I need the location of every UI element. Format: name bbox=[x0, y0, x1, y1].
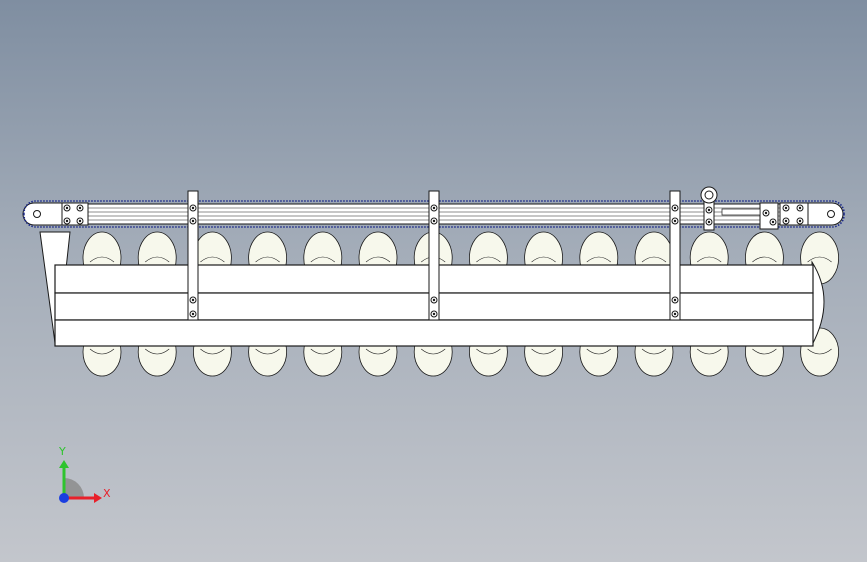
left-sprocket-hole bbox=[33, 210, 41, 218]
roller-bottom-arc bbox=[586, 348, 611, 355]
triad-z-axis bbox=[59, 493, 69, 503]
roller-top-arc bbox=[365, 256, 391, 263]
roller-bottom-arc bbox=[89, 348, 115, 355]
triad-y-arrow bbox=[59, 460, 69, 468]
roller-bottom-arc bbox=[365, 348, 391, 355]
bolt-center bbox=[65, 206, 69, 210]
roller-top-arc bbox=[586, 256, 611, 263]
idler-wheel-inner bbox=[704, 190, 714, 200]
bolt-center bbox=[798, 206, 802, 210]
bolt-center bbox=[798, 219, 802, 223]
vertical-bracket bbox=[187, 190, 199, 321]
bolt-center bbox=[673, 219, 677, 223]
bolt-center bbox=[764, 211, 768, 215]
bolt-center bbox=[191, 312, 195, 316]
triad-x-arrow bbox=[94, 493, 102, 503]
roller-bottom-arc bbox=[145, 348, 170, 355]
roller-bottom-arc bbox=[641, 348, 667, 355]
roller-top-arc bbox=[310, 256, 335, 263]
roller-top-arc bbox=[697, 256, 722, 263]
tensioner-slot bbox=[721, 208, 761, 216]
tensioner-block bbox=[759, 202, 779, 230]
roller-bottom-arc bbox=[200, 348, 225, 355]
bolt-center bbox=[673, 298, 677, 302]
bolt-center bbox=[65, 219, 69, 223]
bolt-center bbox=[771, 220, 775, 224]
roller-top-arc bbox=[89, 256, 115, 263]
bolt-center bbox=[191, 298, 195, 302]
frame-slat-bottom bbox=[54, 319, 814, 347]
roller-top-arc bbox=[255, 256, 280, 263]
roller-bottom-arc bbox=[476, 348, 501, 355]
bolt-center bbox=[432, 206, 436, 210]
roller-bottom-arc bbox=[310, 348, 335, 355]
roller-bottom-arc bbox=[752, 348, 777, 355]
bolt-center bbox=[191, 206, 195, 210]
bolt-center bbox=[432, 219, 436, 223]
bolt-center bbox=[78, 219, 82, 223]
bolt-center bbox=[432, 312, 436, 316]
bolt-center bbox=[707, 220, 711, 224]
bolt-center bbox=[784, 219, 788, 223]
bolt-center bbox=[673, 312, 677, 316]
right-sprocket-hole bbox=[827, 210, 835, 218]
bolt-center bbox=[707, 208, 711, 212]
roller-bottom-arc bbox=[255, 348, 280, 355]
roller-top-arc bbox=[752, 256, 777, 263]
roller-bottom-arc bbox=[421, 348, 446, 355]
triad-rotation-arc bbox=[64, 478, 84, 498]
roller-bottom-arc bbox=[697, 348, 722, 355]
bolt-center bbox=[432, 298, 436, 302]
bolt-center bbox=[784, 206, 788, 210]
triad-x-label: X bbox=[103, 487, 111, 500]
roller-top-arc bbox=[476, 256, 501, 263]
vertical-brackets bbox=[187, 190, 681, 321]
conveyor-assembly[interactable] bbox=[22, 186, 845, 377]
bolt-center bbox=[191, 219, 195, 223]
roller-top-arc bbox=[145, 256, 170, 263]
bolt-center bbox=[673, 206, 677, 210]
roller-top-arc bbox=[531, 256, 556, 263]
roller-top-arc bbox=[807, 256, 832, 263]
vertical-bracket bbox=[669, 190, 681, 321]
roller-top-arc bbox=[200, 256, 225, 263]
roller-top-arc bbox=[641, 256, 667, 263]
roller-bottom-arc bbox=[807, 348, 832, 355]
vertical-bracket bbox=[428, 190, 440, 321]
axis-triad[interactable]: X Y bbox=[58, 445, 111, 503]
triad-y-label: Y bbox=[58, 445, 66, 458]
bolt-center bbox=[78, 206, 82, 210]
bolts bbox=[63, 204, 804, 318]
roller-bottom-arc bbox=[531, 348, 556, 355]
